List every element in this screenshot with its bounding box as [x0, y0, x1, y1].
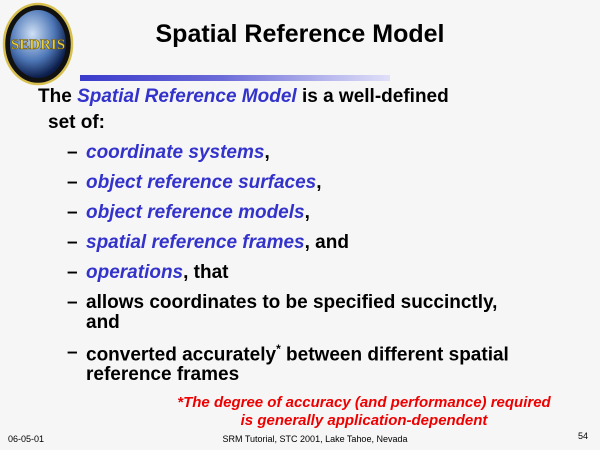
intro-line-2: set of: [48, 112, 105, 133]
bullet-item-continued: reference frames [86, 364, 240, 385]
sedris-logo: SEDRIS [2, 2, 74, 86]
bullet-item: –spatial reference frames, and [67, 232, 349, 253]
bullet-item-continued: and [86, 312, 120, 333]
footnote: *The degree of accuracy (and performance… [177, 394, 551, 429]
slide-title: Spatial Reference Model [155, 20, 445, 48]
intro-line: The Spatial Reference Model is a well-de… [38, 86, 449, 107]
title-underline-bar [80, 75, 390, 81]
bullet-item: –allows coordinates to be specified succ… [67, 292, 498, 313]
page-number: 54 [578, 431, 589, 441]
bullet-item: –coordinate systems, [67, 142, 270, 163]
bullet-item: –object reference surfaces, [67, 172, 322, 193]
bullet-item: –converted accurately* between different… [67, 342, 509, 366]
svg-text:SEDRIS: SEDRIS [11, 37, 65, 53]
footer-center: SRM Tutorial, STC 2001, Lake Tahoe, Neva… [222, 434, 408, 444]
footer-date: 06-05-01 [8, 434, 45, 444]
bullet-item: –operations, that [67, 262, 229, 283]
bullet-item: –object reference models, [67, 202, 310, 223]
